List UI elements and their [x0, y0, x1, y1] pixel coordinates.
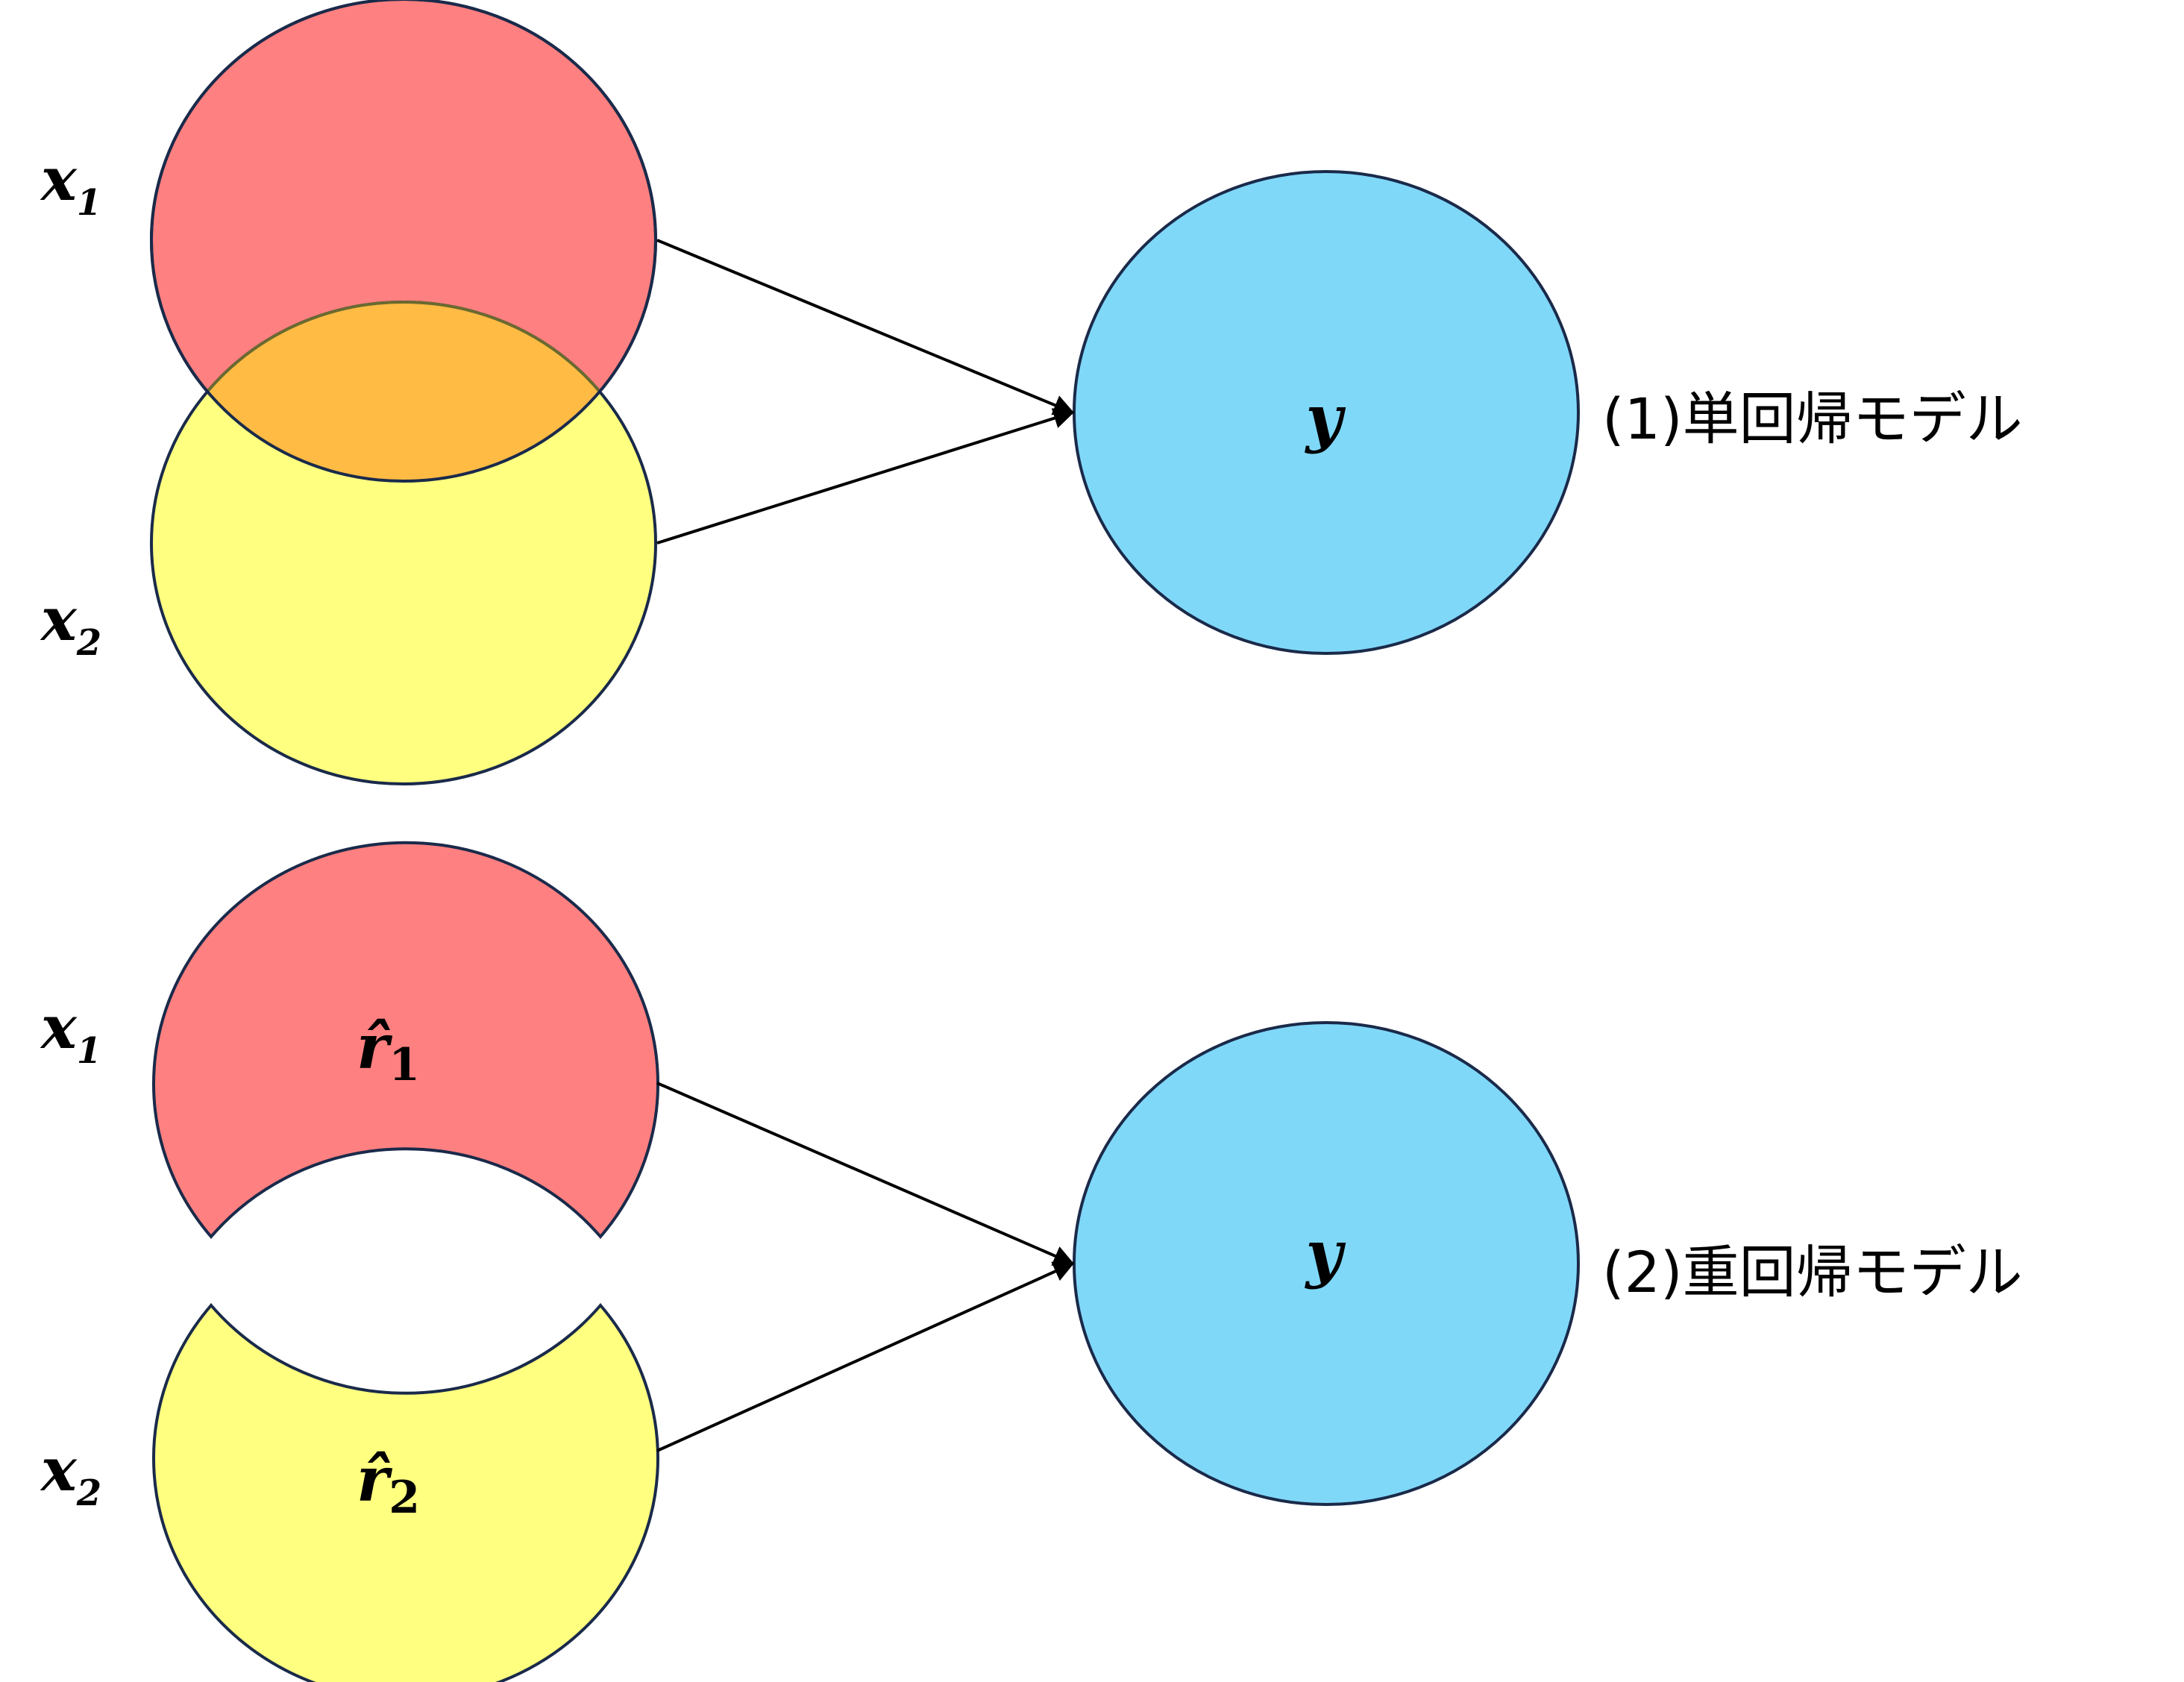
x2-label-bottom: x2	[40, 1434, 101, 1514]
y-label: y	[1305, 381, 1346, 455]
arrow-x2-to-y	[656, 408, 1075, 545]
r1-residual-shape	[152, 841, 659, 1240]
x1-x2-overlap	[151, 301, 656, 481]
arrow-r1-to-y	[656, 1082, 1075, 1266]
x1-label-bottom: x1	[40, 992, 101, 1072]
r1-hat-label: r̂1	[357, 1011, 420, 1091]
x1-outline	[150, 0, 657, 483]
simple-regression-caption: (1)単回帰モデル	[1602, 386, 2023, 452]
arrow-x1-to-y	[656, 239, 1075, 415]
arrow-r2-to-y	[656, 1261, 1075, 1452]
x2-label: x2	[40, 584, 101, 664]
y-label-bottom: y	[1305, 1217, 1346, 1290]
multiple-regression-caption: (2)重回帰モデル	[1602, 1239, 2023, 1305]
x1-label: x1	[40, 144, 101, 224]
r2-hat-label: r̂2	[357, 1444, 420, 1524]
simple-regression-panel: x1 x2 y (1)単回帰モデル	[40, 0, 2023, 785]
multiple-regression-panel: x1 x2 r̂1 r̂2 y (2)重回帰モデル	[40, 841, 2023, 1682]
r2-residual-shape	[152, 1302, 659, 1682]
